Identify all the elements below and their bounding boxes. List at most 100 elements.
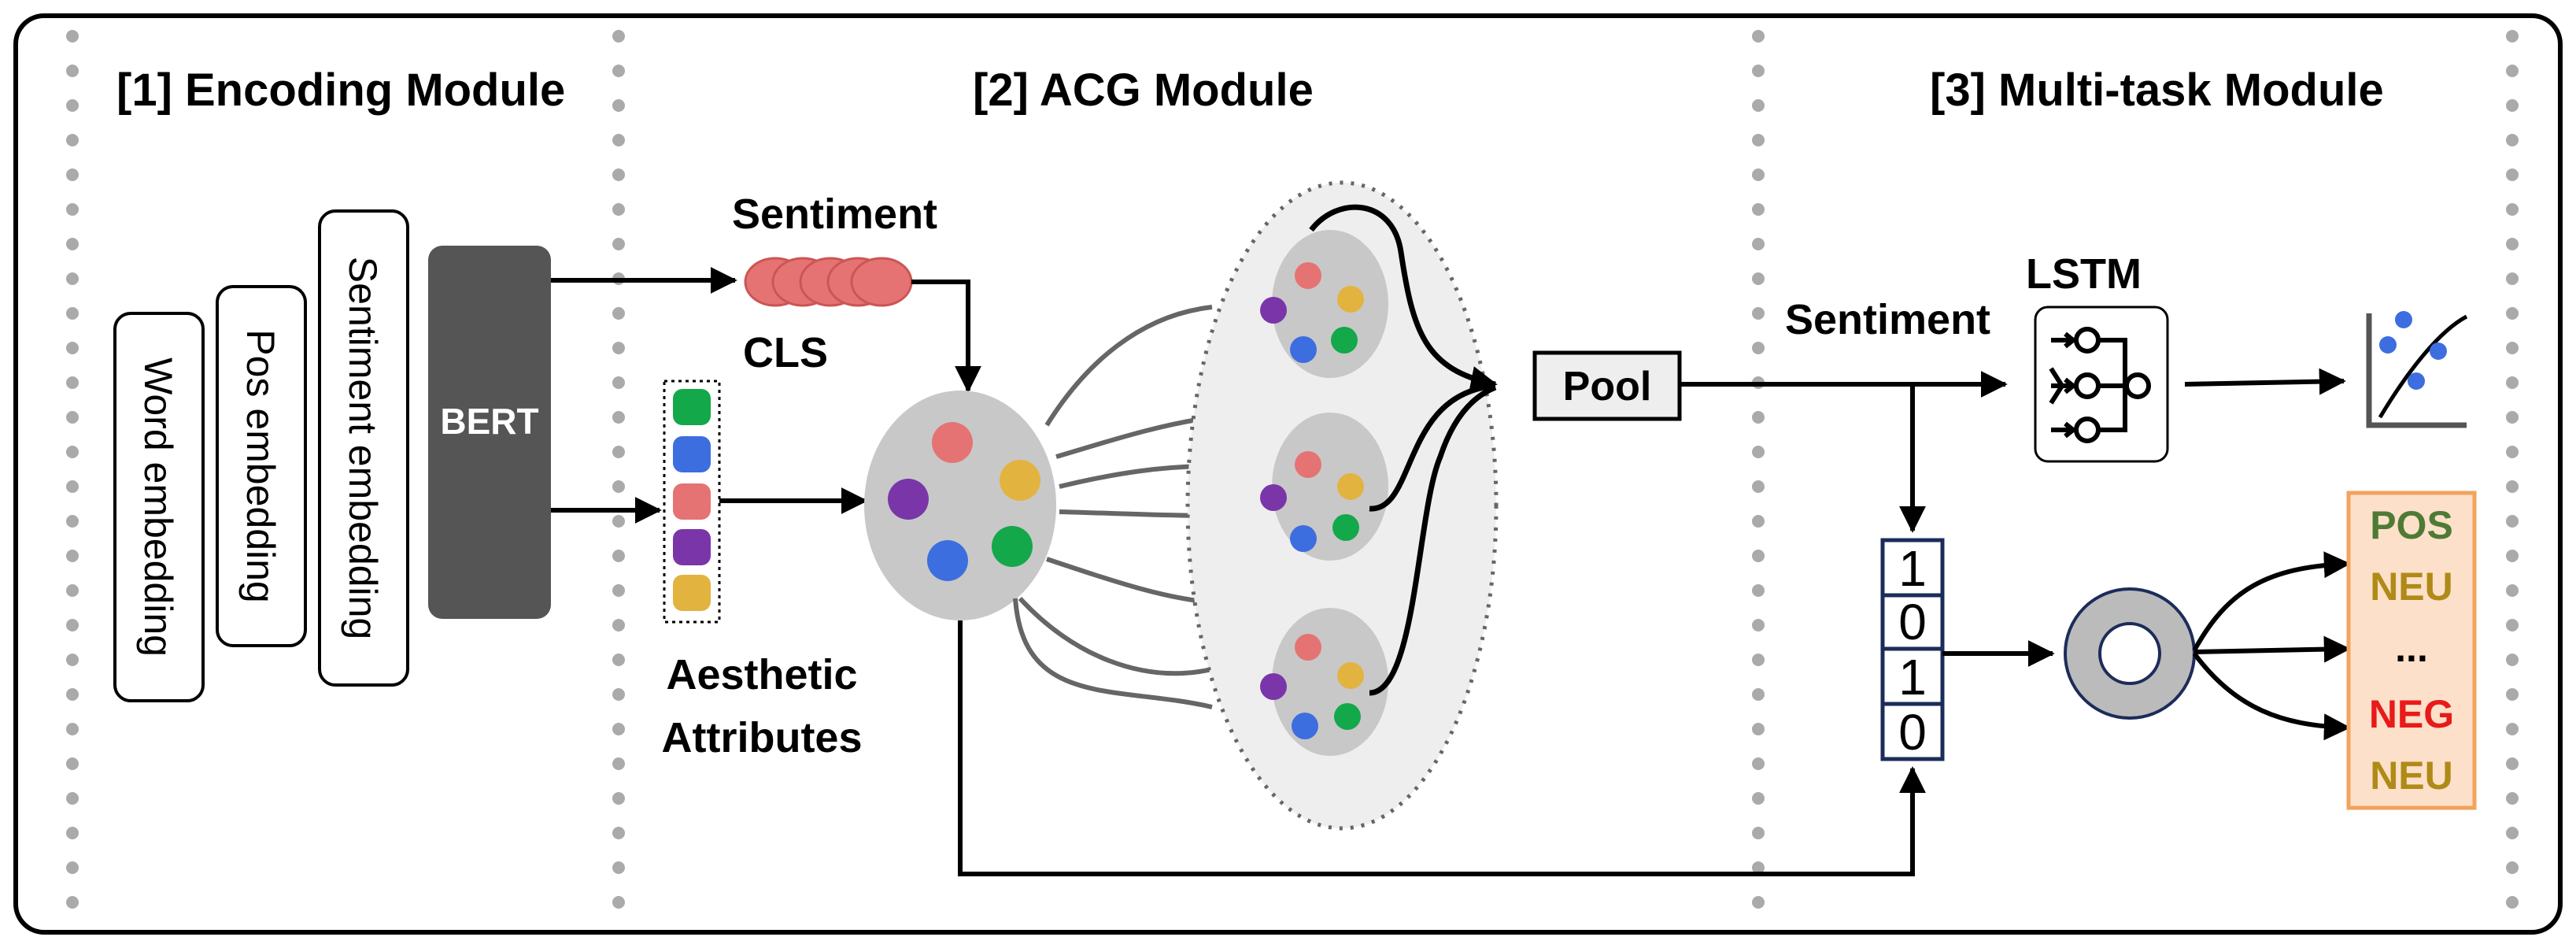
separator-dot: [66, 238, 79, 250]
subgraph-node-1: [1260, 230, 1388, 378]
separator-dot: [66, 168, 79, 181]
pos-embedding-box: Pos embedding: [216, 285, 307, 647]
separator-dot: [66, 65, 79, 77]
svg-text:Word embedding: Word embedding: [136, 357, 180, 657]
separator-dot: [66, 272, 79, 285]
subgraph-to-pool-curves: [1309, 204, 1498, 696]
separator-dot: [1752, 99, 1765, 112]
separator-dot: [1752, 584, 1765, 597]
separator-dot: [2506, 30, 2519, 43]
separator-dot: [66, 792, 79, 805]
separator-dot: [612, 307, 625, 320]
label-sentiment-right: Sentiment: [1785, 296, 1990, 343]
separator-dot: [66, 723, 79, 735]
separator-dot: [1752, 446, 1765, 458]
classifier-to-outputs-arrows: [2192, 551, 2351, 741]
separator-dot: [1752, 654, 1765, 666]
separator-dot: [66, 861, 79, 874]
separator-dot: [66, 688, 79, 701]
separator-dot: [2506, 896, 2519, 909]
separator-dot: [1752, 307, 1765, 320]
lstm-to-plot-arrow: [2184, 368, 2346, 395]
bit-vector: 1 0 1 0: [1880, 538, 1945, 761]
regression-plot-icon: [2366, 311, 2468, 428]
separator-dot: [66, 515, 79, 528]
title-multitask-module: [3] Multi-task Module: [1930, 65, 2384, 116]
separator-dot: [1752, 688, 1765, 701]
separator-dot: [2506, 99, 2519, 112]
separator-dot: [2506, 619, 2519, 631]
separator-dot: [2506, 342, 2519, 354]
separator-dot: [2506, 307, 2519, 320]
separator-dot: [66, 619, 79, 631]
separator-dot: [1752, 342, 1765, 354]
svg-text:Sentiment embedding: Sentiment embedding: [341, 257, 385, 639]
title-acg-module: [2] ACG Module: [973, 65, 1314, 116]
output-label-3: NEG: [2369, 692, 2454, 736]
pool-box: Pool: [1532, 350, 1682, 421]
attribute-graph-node: [864, 391, 1056, 620]
separator-dot: [2506, 550, 2519, 562]
separator-dot: [612, 688, 625, 701]
separator-dot: [66, 342, 79, 354]
separator-dot: [2506, 446, 2519, 458]
separator-dot: [66, 307, 79, 320]
separator-dot: [1752, 861, 1765, 874]
svg-text:Pos embedding: Pos embedding: [238, 329, 283, 602]
separator-dot: [1752, 30, 1765, 43]
separator-dot: [612, 238, 625, 250]
separator-dot: [2506, 723, 2519, 735]
separator-dot: [1752, 827, 1765, 839]
separator-dot: [612, 446, 625, 458]
bert-block: BERT: [428, 246, 551, 619]
separator-dot: [612, 550, 625, 562]
separator-dot: [612, 480, 625, 493]
separator-dot: [1752, 480, 1765, 493]
separator-dot: [66, 757, 79, 770]
separator-dot: [612, 757, 625, 770]
separator-dot: [2506, 134, 2519, 146]
separator-dot: [2506, 827, 2519, 839]
separator-dot: [66, 480, 79, 493]
separator-dot: [66, 584, 79, 597]
separator-dot: [2506, 757, 2519, 770]
separator-dot: [1752, 723, 1765, 735]
label-lstm: LSTM: [2026, 250, 2142, 298]
output-label-2: ...: [2395, 626, 2428, 670]
bit-2: 1: [1898, 649, 1927, 705]
separator-dot: [612, 584, 625, 597]
separator-dot: [612, 65, 625, 77]
sentiment-embedding-box: Sentiment embedding: [318, 209, 409, 687]
separator-dot: [66, 376, 79, 389]
separator-dot: [1752, 411, 1765, 424]
word-embedding-box: Word embedding: [113, 312, 205, 702]
dotted-separators: [66, 30, 2519, 909]
separator-dot: [2506, 376, 2519, 389]
separator-dot: [612, 654, 625, 666]
separator-dot: [612, 134, 625, 146]
bit-0: 1: [1898, 540, 1927, 597]
separator-dot: [1752, 238, 1765, 250]
separator-dot: [2506, 792, 2519, 805]
separator-dot: [2506, 168, 2519, 181]
separator-dot: [66, 446, 79, 458]
aesthetic-attributes-column: [663, 380, 721, 624]
separator-dot: [1752, 134, 1765, 146]
separator-dot: [2506, 203, 2519, 216]
separator-dot: [66, 134, 79, 146]
separator-dot: [66, 411, 79, 424]
separator-dot: [2506, 480, 2519, 493]
graph-to-bits-arrow: [958, 620, 1926, 876]
separator-dot: [1752, 515, 1765, 528]
svg-text:BERT: BERT: [440, 401, 538, 442]
separator-dot: [66, 550, 79, 562]
separator-dot: [2506, 515, 2519, 528]
lstm-icon: [2034, 306, 2169, 463]
svg-text:Pool: Pool: [1563, 364, 1652, 409]
separator-dot: [2506, 688, 2519, 701]
separator-dot: [612, 861, 625, 874]
separator-dot: [2506, 272, 2519, 285]
separator-dot: [1752, 65, 1765, 77]
separator-dot: [612, 411, 625, 424]
